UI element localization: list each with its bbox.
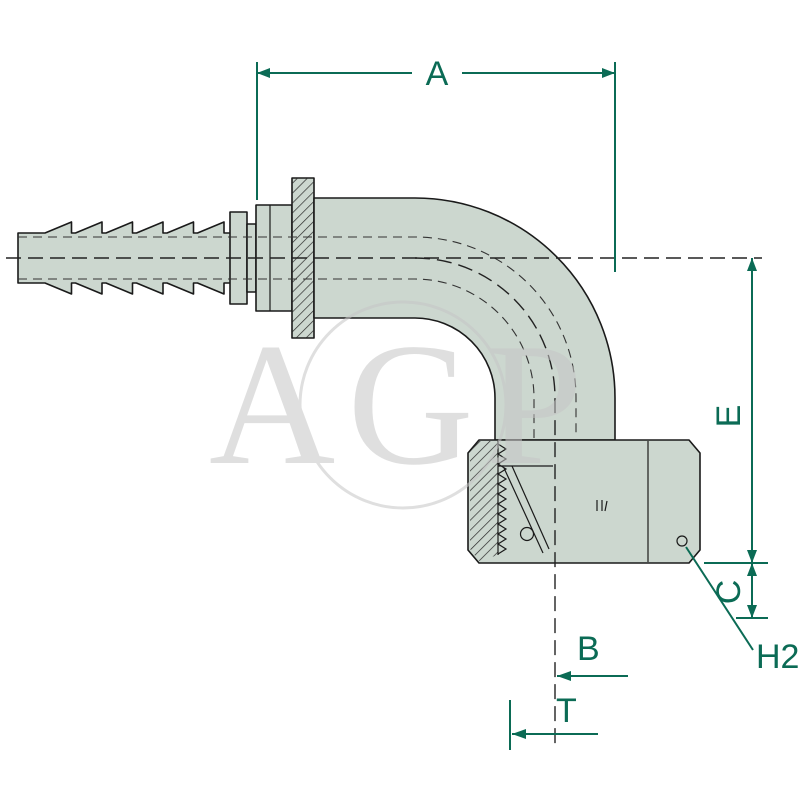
dim-a-lines [256,62,616,272]
dim-e-arrow-top [747,258,757,271]
dim-e-lines [704,258,768,564]
dim-label-a: A [426,55,449,93]
dim-label-h2: H2 [756,638,799,676]
dimension-h2: H2 [685,546,799,676]
hidden-bore-lines [18,236,577,438]
nut-stamp-marks [596,500,608,512]
dimension-annotations: A E C H2 B T [256,55,799,750]
dim-label-t: T [556,692,577,730]
cone-seat-line-1 [503,467,544,554]
dim-b-arrow [557,671,571,681]
thread-zigzag [496,443,508,555]
dim-label-b: B [577,630,600,668]
seal-ball [519,526,535,542]
cone-seat-line-2 [511,465,550,550]
watermark-text: AGP [209,307,595,501]
dim-t-lines [509,700,598,750]
dimension-c: C [710,563,768,619]
dim-label-e: E [710,405,748,428]
dimension-a: A [256,55,616,272]
dimension-e: E [704,258,768,564]
nut-section-details [470,441,553,561]
dim-e-arrow-bottom [747,550,757,563]
nut-section-hatch [470,441,498,561]
nut-body [467,439,701,564]
dim-c-arrow-bottom [747,605,757,618]
nut-face-hole [676,535,688,547]
centerlines [6,257,762,748]
bore-hidden-top [18,236,577,438]
dim-t-arrow [512,729,526,739]
dimension-t: T [509,692,598,750]
dimension-b: B [557,630,628,681]
dim-a-arrow-left [257,68,270,78]
dim-h2-leader [685,546,754,651]
watermark: AGP [209,300,595,510]
bend-centerline [414,257,556,748]
watermark-circle [298,300,508,510]
dim-a-arrow-right [602,68,615,78]
dim-c-arrow-top [747,563,757,576]
